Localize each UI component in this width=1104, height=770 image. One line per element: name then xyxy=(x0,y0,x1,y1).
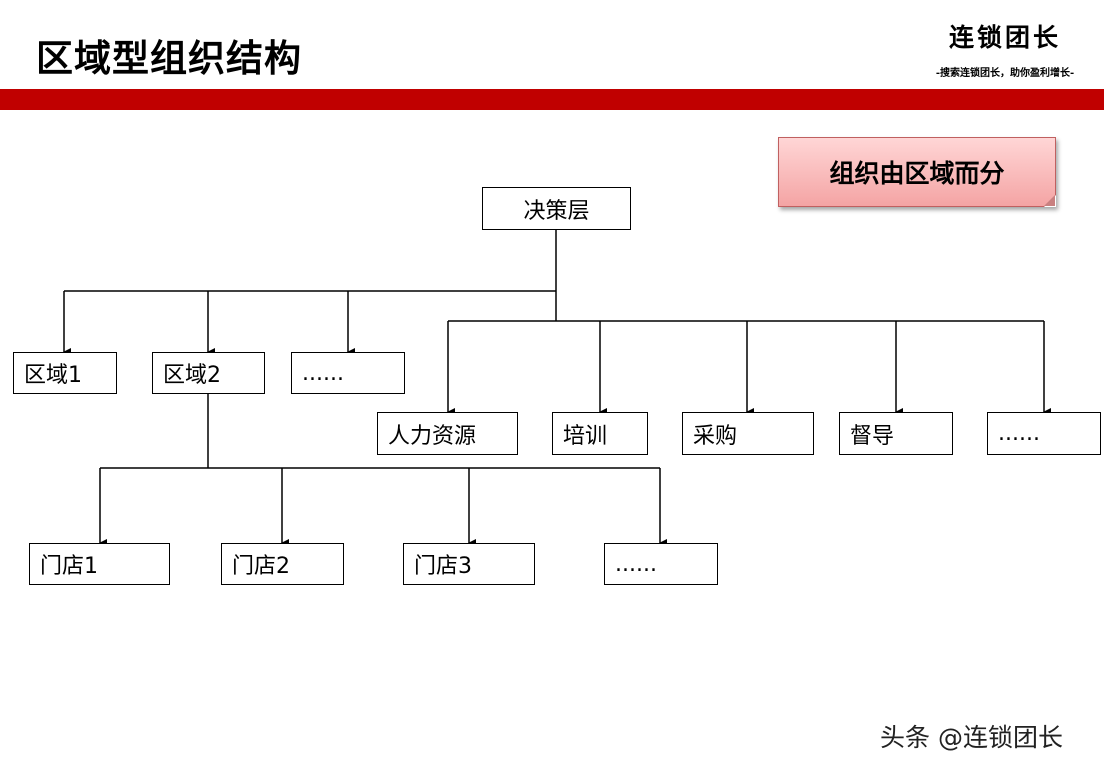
topic-tag: 组织由区域而分 xyxy=(778,137,1056,207)
node-store-more: ...... xyxy=(604,543,718,585)
page-title: 区域型组织结构 xyxy=(36,37,302,80)
tag-fold-shade xyxy=(1044,195,1055,206)
node-region-1: 区域1 xyxy=(13,352,117,394)
node-store-2: 门店2 xyxy=(221,543,344,585)
node-store-3: 门店3 xyxy=(403,543,535,585)
header-divider-bar xyxy=(0,89,1104,110)
node-dept-purchasing: 采购 xyxy=(682,412,814,455)
node-dept-supervision: 督导 xyxy=(839,412,953,455)
node-dept-hr: 人力资源 xyxy=(377,412,518,455)
brand-slogan: -搜索连锁团长，助你盈利增长- xyxy=(935,68,1075,79)
node-region-more: ...... xyxy=(291,352,405,394)
node-dept-more: ...... xyxy=(987,412,1101,455)
brand-logo: 连锁团长 -搜索连锁团长，助你盈利增长- xyxy=(910,18,1100,79)
brand-name: 连锁团长 xyxy=(948,23,1061,52)
node-store-1: 门店1 xyxy=(29,543,170,585)
node-dept-training: 培训 xyxy=(552,412,648,455)
node-decision-layer: 决策层 xyxy=(482,187,631,230)
topic-tag-label: 组织由区域而分 xyxy=(829,159,1005,188)
node-region-2: 区域2 xyxy=(152,352,265,394)
source-watermark: 头条 @连锁团长 xyxy=(880,723,1063,752)
